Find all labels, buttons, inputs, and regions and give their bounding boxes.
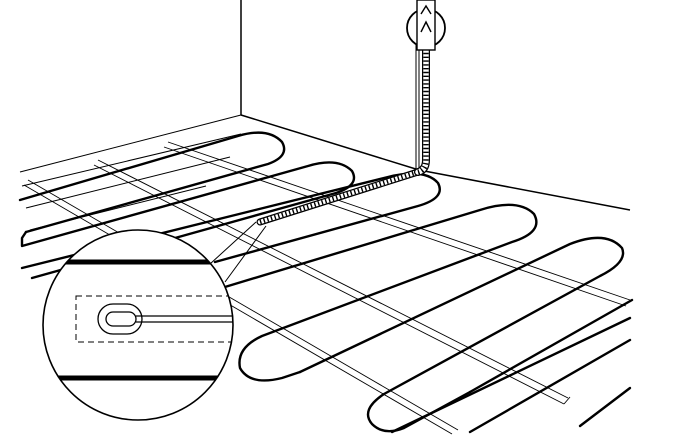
heating-cable-run-8	[468, 338, 632, 434]
heating-cable-run-7	[390, 316, 632, 434]
mounting-tapes	[23, 141, 631, 435]
magnified-tape-outline	[75, 295, 233, 343]
vertical-conduit	[414, 26, 430, 176]
mounting-tape	[163, 141, 631, 307]
heating-cable-run-4	[213, 203, 538, 382]
heating-cable-run-1	[18, 131, 286, 234]
room-corner-walls	[19, 0, 631, 211]
wall-floor-seam-right	[418, 169, 631, 211]
junction-arrow-icon	[420, 4, 432, 15]
wall-junction-box	[406, 0, 446, 51]
magnifier-pointer	[209, 221, 267, 283]
floor-board-line	[21, 133, 242, 187]
floor-sensor-tip	[97, 303, 233, 335]
floor-corrugated-conduit	[256, 168, 422, 226]
wall-floor-seam-left	[240, 114, 420, 171]
heating-cable-run-9	[578, 386, 632, 428]
floor-far-edge	[19, 114, 242, 173]
heating-cable-run-5	[298, 236, 625, 433]
junction-arrow-icon	[420, 20, 432, 33]
heating-cable-run-6	[468, 298, 634, 394]
